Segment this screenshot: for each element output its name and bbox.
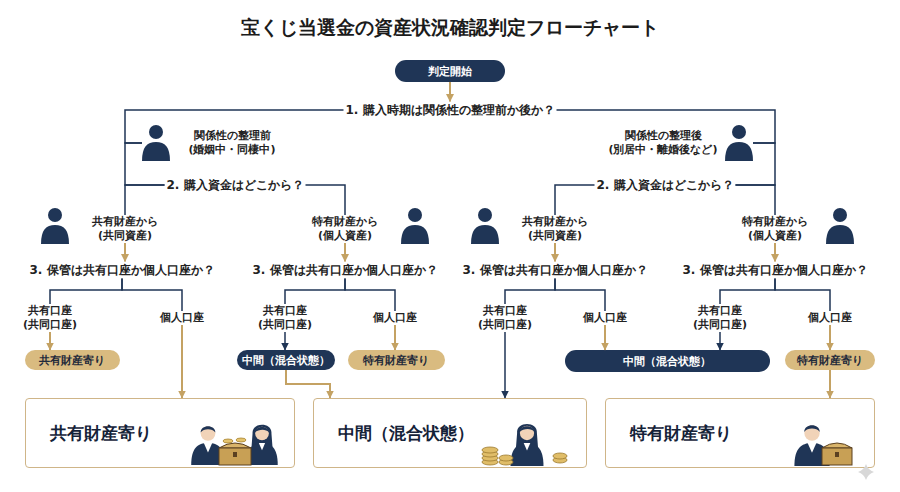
decision-question: 2. 購入資金はどこから？ — [595, 177, 736, 194]
connector-line — [50, 279, 122, 305]
node-text: 特有財産寄り — [630, 422, 732, 445]
flow-arrow — [774, 243, 776, 262]
branch-label: 共有財産から (共同資産) — [515, 215, 595, 243]
connector-line — [775, 279, 830, 312]
node-text: 1. 購入時期は関係性の整理前か後か？ — [346, 103, 555, 117]
account-label: 個人口座 — [799, 311, 861, 325]
node-text: 3. 保管は共有口座か個人口座か？ — [683, 263, 868, 277]
node-text: 特有財産寄り — [797, 353, 863, 368]
connector-line — [555, 279, 605, 312]
result-box: 特有財産寄り — [605, 398, 875, 468]
person-icon — [41, 208, 69, 244]
decision-question: 3. 保管は共有口座か個人口座か？ — [681, 262, 870, 279]
node-text: 共有口座 (共同口座) — [19, 304, 81, 332]
flow-arrow — [449, 82, 451, 102]
person-icon — [725, 125, 753, 161]
node-text: 3. 保管は共有口座か個人口座か？ — [463, 263, 648, 277]
node-text: 個人口座 — [799, 311, 861, 325]
connector-line — [505, 279, 555, 305]
result-pill: 中間（混合状態） — [237, 350, 335, 370]
account-label: 共有口座 (共同口座) — [254, 304, 316, 332]
account-label: 共有口座 (共同口座) — [19, 304, 81, 332]
branch-label: 関係性の整理前 (婚姻中・同棲中) — [142, 125, 288, 161]
decision-question: 1. 購入時期は関係性の整理前か後か？ — [344, 102, 557, 119]
node-text: 2. 購入資金はどこから？ — [167, 178, 304, 192]
flow-arrow — [604, 325, 606, 350]
node-text: 共有口座 (共同口座) — [689, 304, 751, 332]
person-icon — [142, 125, 170, 161]
person-icon — [725, 125, 753, 161]
node-text: 中間（混合状態） — [338, 422, 474, 445]
flow-arrow — [829, 325, 831, 350]
person-icon — [471, 208, 499, 244]
flow-arrow — [504, 332, 506, 398]
node-text: 特有財産から (個人資産) — [735, 215, 815, 243]
decision-question: 3. 保管は共有口座か個人口座か？ — [251, 262, 440, 279]
result-pill: 特有財産寄り — [348, 350, 445, 370]
flow-arrow — [181, 325, 183, 398]
account-label: 個人口座 — [151, 311, 213, 325]
node-text: 特有財産から (個人資産) — [305, 215, 385, 243]
connector-line — [736, 185, 776, 215]
flow-arrow — [554, 243, 556, 262]
decision-question: 2. 購入資金はどこから？ — [165, 177, 306, 194]
flow-arrow — [344, 243, 346, 262]
result-pill: 中間（混合状態） — [565, 350, 770, 372]
flow-arrow — [829, 370, 831, 398]
flow-arrow — [49, 332, 51, 350]
result-box: 共有財産寄り — [25, 398, 295, 468]
decision-question: 3. 保管は共有口座か個人口座か？ — [28, 262, 217, 279]
result-box: 中間（混合状態） — [313, 398, 587, 468]
account-label: 個人口座 — [364, 311, 426, 325]
node-text: 3. 保管は共有口座か個人口座か？ — [30, 263, 215, 277]
node-text: 特有財産寄り — [363, 353, 429, 368]
node-text: 共有財産から (共同資産) — [515, 215, 595, 243]
node-text: 共有財産寄り — [50, 422, 152, 445]
connector-line — [122, 279, 182, 312]
connector-line — [285, 279, 345, 305]
person-icon — [142, 125, 170, 161]
node-text: 共有財産から (共同資産) — [85, 215, 165, 243]
branch-label: 特有財産から (個人資産) — [735, 215, 815, 243]
account-label: 共有口座 (共同口座) — [689, 304, 751, 332]
connector-line — [345, 279, 395, 312]
connector-line — [125, 185, 165, 215]
node-text: 関係性の整理後 (別居中・離婚後など) — [607, 129, 719, 157]
account-label: 個人口座 — [574, 311, 636, 325]
connector-line — [555, 185, 595, 215]
node-text: 共有口座 (共同口座) — [254, 304, 316, 332]
node-text: 3. 保管は共有口座か個人口座か？ — [253, 263, 438, 277]
person-icon — [826, 208, 854, 244]
result-pill: 共有財産寄り — [25, 350, 120, 370]
node-text: 中間（混合状態） — [242, 353, 330, 368]
flow-arrow — [284, 332, 286, 350]
chart-title: 宝くじ当選金の資産状況確認判定フローチャート — [0, 15, 900, 41]
flow-arrow — [286, 370, 330, 398]
person-icon — [401, 208, 429, 244]
node-text: 関係性の整理前 (婚姻中・同棲中) — [176, 129, 288, 157]
result-pill: 特有財産寄り — [785, 350, 875, 370]
flow-arrow — [394, 325, 396, 350]
branch-label: 特有財産から (個人資産) — [305, 215, 385, 243]
node-text: 中間（混合状態） — [623, 354, 711, 369]
flow-arrow — [124, 243, 126, 262]
start-pill: 判定開始 — [395, 60, 505, 82]
node-text: 個人口座 — [364, 311, 426, 325]
branch-label: 関係性の整理後 (別居中・離婚後など) — [607, 125, 753, 161]
node-text: 個人口座 — [151, 311, 213, 325]
decision-question: 3. 保管は共有口座か個人口座か？ — [461, 262, 650, 279]
node-text: 共有財産寄り — [39, 353, 105, 368]
connector-line — [306, 185, 346, 215]
flow-arrow — [719, 332, 721, 350]
connector-line — [720, 279, 775, 305]
node-text: 共有口座 (共同口座) — [474, 304, 536, 332]
node-text: 2. 購入資金はどこから？ — [597, 178, 734, 192]
node-text: 判定開始 — [428, 64, 472, 79]
account-label: 共有口座 (共同口座) — [474, 304, 536, 332]
node-text: 個人口座 — [574, 311, 636, 325]
branch-label: 共有財産から (共同資産) — [85, 215, 165, 243]
